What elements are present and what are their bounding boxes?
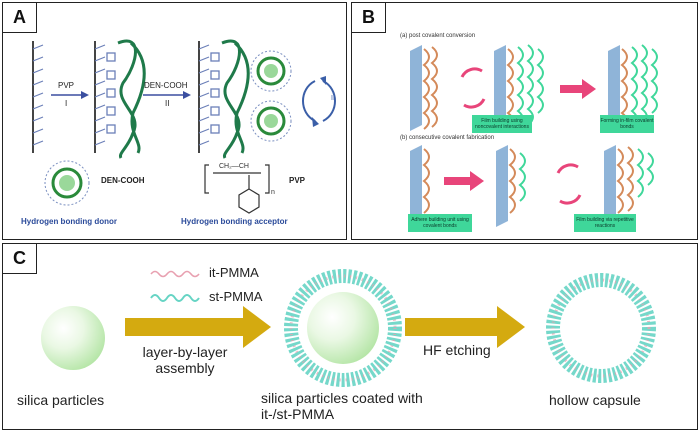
caption-coated-particles: silica particles coated with it-/st-PMMA [261,390,423,422]
it-pmma-wave [150,270,200,278]
den-cooh-icon [44,160,90,206]
film-stack-a1 [410,45,438,131]
pink-arrow-b [444,171,484,191]
panel-c: C [2,243,698,430]
den-cooh-label: DEN-COOH [101,176,145,185]
caption-hollow-capsule: hollow capsule [549,392,641,408]
film-stack-b2 [496,145,526,227]
legend-it-pmma: it-PMMA [209,265,259,280]
layer-by-layer-label: layer-by-layer assembly [142,344,228,376]
caption-silica-particles: silica particles [17,392,105,408]
pink-arrow-a [560,79,596,99]
step-2-number: II [165,99,170,108]
coated-particle [284,269,402,387]
pvp-structure-icon [204,164,270,214]
panel-c-diagram [41,269,656,387]
film-stack-b3 [604,145,654,227]
panel-b: B [351,2,698,240]
section-a-title: (a) post covalent conversion [400,33,476,39]
step-box-1: Film building using noncovalent interact… [472,115,532,133]
cycle-circle-a [460,67,486,109]
panel-a-tag: A [3,3,37,33]
cycle-circle-b [556,163,582,205]
substrate-2 [94,39,146,159]
legend-st-pmma: st-PMMA [209,289,263,304]
panel-a: A [2,2,347,240]
film-stack-a3 [608,44,658,131]
dendrimer-top [250,50,292,92]
st-pmma-wave [150,294,200,302]
gold-arrow-2 [405,306,525,348]
step-1-number: I [65,99,68,108]
hf-etching-label: HF etching [423,342,491,358]
step-2-label: DEN-COOH [144,81,188,90]
panel-a-diagram [32,39,336,214]
cycle-arrows [302,80,336,122]
step-box-4: Film building via repetitive reactions [574,214,636,232]
silica-particle [41,306,105,370]
acceptor-caption: Hydrogen bonding acceptor [181,217,288,226]
step-box-3: Adhere building unit using covalent bond… [408,214,472,232]
hollow-capsule [546,273,656,383]
cycle-number: II [331,95,335,102]
pvp-formula: CH₂—CH [219,163,249,170]
pvp-n: n [271,189,275,196]
pvp-label: PVP [289,176,306,185]
substrate-1 [32,41,44,153]
film-stack-b1 [410,145,430,227]
step-box-2: Forming in-film covalent bonds [600,115,654,133]
panel-c-tag: C [3,244,37,274]
gold-arrow-1 [125,306,271,348]
panel-b-diagram [410,44,658,227]
step-1-label: PVP [58,81,75,90]
section-b-title: (b) consecutive covalent fabrication [400,135,495,141]
donor-caption: Hydrogen bonding donor [21,217,117,226]
substrate-3 [198,39,250,159]
film-stack-a2 [494,44,544,131]
panel-b-tag: B [352,3,386,33]
dendrimer-bottom [250,100,292,142]
